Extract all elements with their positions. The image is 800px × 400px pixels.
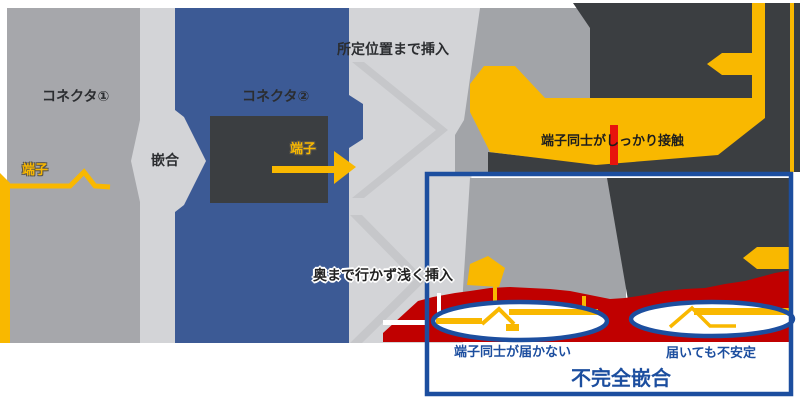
no-reach-blade-bar — [509, 309, 598, 315]
connector1-terminal-vertical — [0, 173, 10, 343]
incomplete-mating-box — [424, 171, 794, 397]
magnified-terminal-stub — [467, 256, 505, 287]
no-reach-terminal-bar — [436, 318, 482, 324]
connector2-latch — [349, 95, 363, 148]
magnified-terminal-contact-area — [470, 66, 765, 165]
contact-point-marker — [610, 125, 618, 165]
connector1-label: コネクタ① — [42, 89, 110, 105]
connector2-cavity — [210, 116, 328, 203]
insertion-band — [349, 8, 480, 343]
terminal1-label: 端子 — [22, 163, 49, 178]
magnified-terminal-vertical — [752, 3, 765, 100]
terminal-slot-left — [493, 281, 497, 310]
terminals-dont-reach-label: 端子同士が届かない — [454, 345, 572, 360]
no-reach-terminal-foot — [506, 324, 519, 331]
connector2-label: コネクタ② — [242, 89, 310, 105]
magnified-terminal-edge-line-top — [790, 3, 794, 172]
insert-to-position-label: 所定位置まで挿入 — [337, 42, 449, 58]
no-reach-terminal-peak — [480, 306, 516, 326]
magnified-terminal-arm-top — [707, 53, 752, 75]
magnified-housing-dark-strip — [488, 152, 596, 172]
firm-contact-label: 端子同士がしっかり接触 — [541, 134, 685, 149]
unstable-label: 届いても不安定 — [666, 346, 756, 361]
mating-label: 嵌合 — [151, 153, 179, 169]
magnified-housing-dark-bottom — [607, 178, 792, 300]
housing-slot-white — [437, 293, 441, 320]
shallow-insertion-label: 奥まで行かず浅く挿入 — [313, 268, 453, 284]
unstable-terminal-bent — [668, 305, 736, 329]
mating-band-chevron — [131, 8, 206, 343]
terminal-slot-right — [582, 296, 586, 310]
connector1-body — [7, 8, 140, 343]
connector1-terminal-line — [4, 168, 111, 190]
unstable-blade-bar — [694, 308, 790, 315]
connector2-terminal-line — [272, 166, 336, 173]
callout-ellipse-no-reach — [430, 299, 610, 343]
magnified-terminal-arm-bottom — [743, 247, 792, 269]
incomplete-mating-label: 不完全嵌合 — [571, 366, 671, 390]
insertion-chevron-lower — [350, 215, 426, 343]
terminal2-label: 端子 — [290, 142, 317, 157]
connector2-terminal-tip — [334, 151, 356, 184]
housing-gap-line — [383, 320, 427, 325]
